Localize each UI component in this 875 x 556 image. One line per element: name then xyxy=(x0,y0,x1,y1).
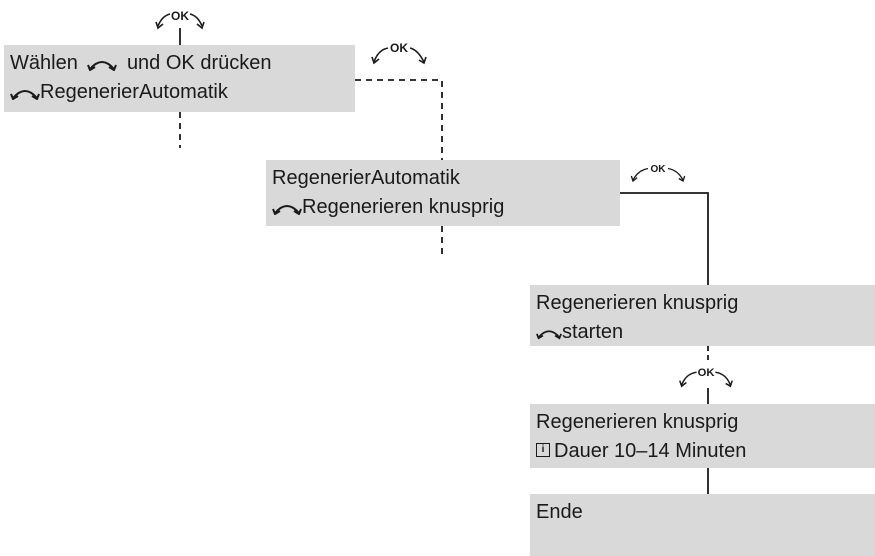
rotary-knob-icon xyxy=(87,60,118,71)
ok-button-icon: OK xyxy=(155,9,205,30)
menu-box-knusprig-duration: Regenerieren knusprig i Dauer 10–14 Minut… xyxy=(530,404,875,468)
box-line-1: Wählen und OK drücken xyxy=(10,49,355,78)
box-line-2: i Dauer 10–14 Minuten xyxy=(536,437,875,466)
menu-box-select: Wählen und OK drücken RegenerierAutomati… xyxy=(4,45,355,112)
box-line-2: starten xyxy=(536,318,875,347)
box-text: Wählen xyxy=(10,52,78,74)
ok-label: OK xyxy=(698,367,716,379)
ok-button-icon: OK xyxy=(679,367,733,388)
box-line-2: Regenerieren knusprig xyxy=(272,193,620,222)
box-text: Regenerieren knusprig xyxy=(302,196,505,218)
menu-box-knusprig-start: Regenerieren knusprig starten xyxy=(530,285,875,346)
ok-button-icon: OK xyxy=(630,164,686,183)
ok-label: OK xyxy=(171,9,189,23)
ok-label: OK xyxy=(390,41,408,55)
box-text: und OK drücken xyxy=(126,52,272,74)
box-line-1: Regenerieren knusprig xyxy=(536,292,739,314)
box-line-1: Regenerieren knusprig xyxy=(536,411,739,433)
info-icon: i xyxy=(536,442,550,457)
rotary-knob-icon xyxy=(10,89,40,100)
connector-box2-box3-solid xyxy=(620,192,709,285)
menu-box-regenerier-automatik: RegenerierAutomatik Regenerieren knuspri… xyxy=(266,160,620,226)
box-line-1: RegenerierAutomatik xyxy=(272,167,460,189)
box-line-2: RegenerierAutomatik xyxy=(10,78,355,107)
rotary-knob-icon xyxy=(272,204,302,215)
ok-button-icon: OK xyxy=(371,41,427,65)
box-text: Dauer 10–14 Minuten xyxy=(554,440,747,462)
box-text: RegenerierAutomatik xyxy=(40,81,228,103)
box-text: starten xyxy=(562,321,624,343)
ok-label: OK xyxy=(651,164,667,175)
menu-box-end: Ende xyxy=(530,494,875,556)
connector-box1-box2-dashed xyxy=(355,79,443,160)
rotary-knob-icon xyxy=(536,330,562,340)
box-line-1: Ende xyxy=(536,501,583,523)
